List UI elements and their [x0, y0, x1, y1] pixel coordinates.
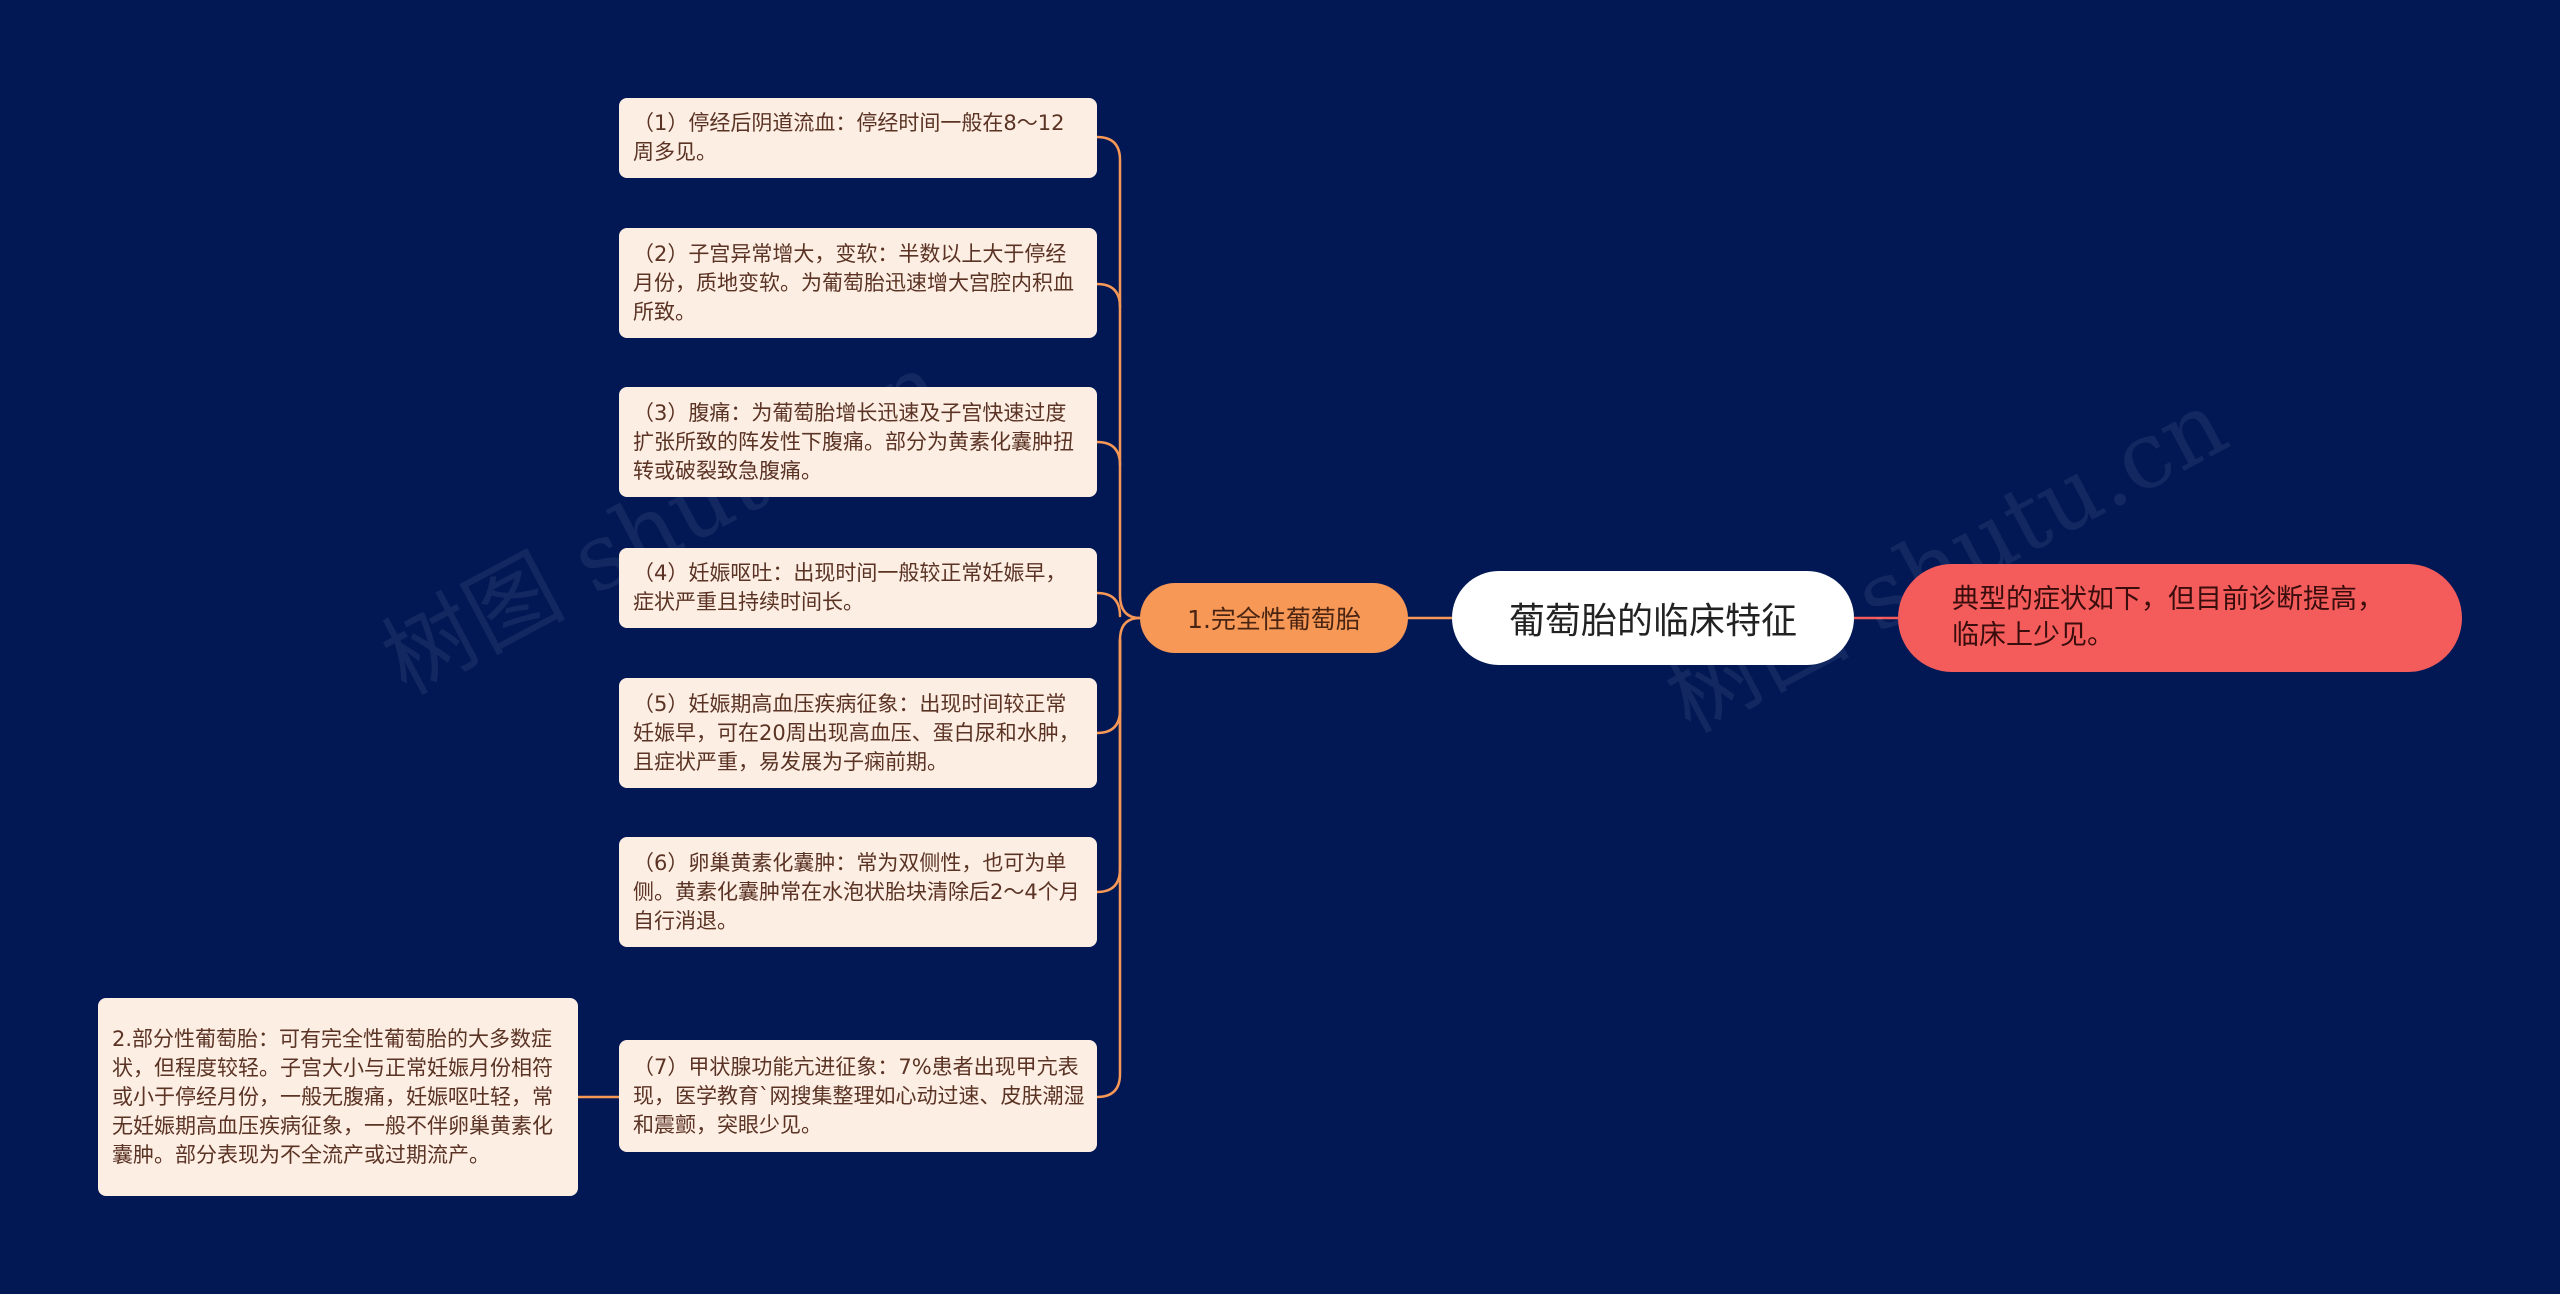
connector-leaf-3	[1095, 440, 1122, 467]
leaf-node-5[interactable]: （5）妊娠期高血压疾病征象：出现时间较正常妊娠早，可在20周出现高血压、蛋白尿和…	[619, 678, 1097, 788]
branch-node-label: 1.完全性葡萄胎	[1187, 605, 1361, 634]
leaf-node-text: （6）卵巢黄素化囊肿：常为双侧性，也可为单侧。黄素化囊肿常在水泡状胎块清除后2～…	[633, 850, 1080, 933]
partial-mole-node[interactable]: 2.部分性葡萄胎：可有完全性葡萄胎的大多数症状，但程度较轻。子宫大小与正常妊娠月…	[98, 998, 578, 1196]
root-node[interactable]: 葡萄胎的临床特征	[1452, 571, 1854, 665]
root-node-title: 葡萄胎的临床特征	[1508, 601, 1797, 642]
connector-leaf-2	[1095, 282, 1122, 309]
leaf-node-text: （5）妊娠期高血压疾病征象：出现时间较正常妊娠早，可在20周出现高血压、蛋白尿和…	[633, 691, 1080, 774]
leaf-node-6[interactable]: （6）卵巢黄素化囊肿：常为双侧性，也可为单侧。黄素化囊肿常在水泡状胎块清除后2～…	[619, 837, 1097, 947]
leaf-node-4[interactable]: （4）妊娠呕吐：出现时间一般较正常妊娠早，症状严重且持续时间长。	[619, 548, 1097, 628]
connector-leaf-6	[1095, 638, 1122, 894]
connector-leaf-1	[1095, 135, 1142, 620]
leaf-node-2[interactable]: （2）子宫异常增大，变软：半数以上大于停经月份，质地变软。为葡萄胎迅速增大宫腔内…	[619, 228, 1097, 338]
leaf-node-7[interactable]: （7）甲状腺功能亢进征象：7%患者出现甲亢表现，医学教育`网搜集整理如心动过速、…	[619, 1040, 1097, 1152]
connector-leaf-5	[1095, 616, 1142, 735]
leaf-node-text: （2）子宫异常增大，变软：半数以上大于停经月份，质地变软。为葡萄胎迅速增大宫腔内…	[633, 241, 1074, 324]
leaf-node-text: （4）妊娠呕吐：出现时间一般较正常妊娠早，症状严重且持续时间长。	[633, 561, 1067, 614]
connector-leaf-7	[1095, 638, 1122, 1099]
branch-node-complete-mole[interactable]: 1.完全性葡萄胎	[1140, 583, 1408, 653]
leaf-node-3[interactable]: （3）腹痛：为葡萄胎增长迅速及子宫快速过度扩张所致的阵发性下腹痛。部分为黄素化囊…	[619, 387, 1097, 497]
connector-leaf-4	[1095, 591, 1122, 618]
partial-mole-text: 2.部分性葡萄胎：可有完全性葡萄胎的大多数症状，但程度较轻。子宫大小与正常妊娠月…	[112, 1026, 553, 1167]
leaf-node-1[interactable]: （1）停经后阴道流血：停经时间一般在8～12周多见。	[619, 98, 1097, 178]
leaf-node-text: （3）腹痛：为葡萄胎增长迅速及子宫快速过度扩张所致的阵发性下腹痛。部分为黄素化囊…	[633, 400, 1074, 483]
leaf-node-text: （1）停经后阴道流血：停经时间一般在8～12周多见。	[633, 111, 1065, 164]
summary-node-text: 典型的症状如下，但目前诊断提高，临床上少见。	[1952, 584, 2384, 651]
summary-node[interactable]: 典型的症状如下，但目前诊断提高，临床上少见。	[1898, 564, 2462, 672]
leaf-node-text: （7）甲状腺功能亢进征象：7%患者出现甲亢表现，医学教育`网搜集整理如心动过速、…	[633, 1054, 1085, 1137]
